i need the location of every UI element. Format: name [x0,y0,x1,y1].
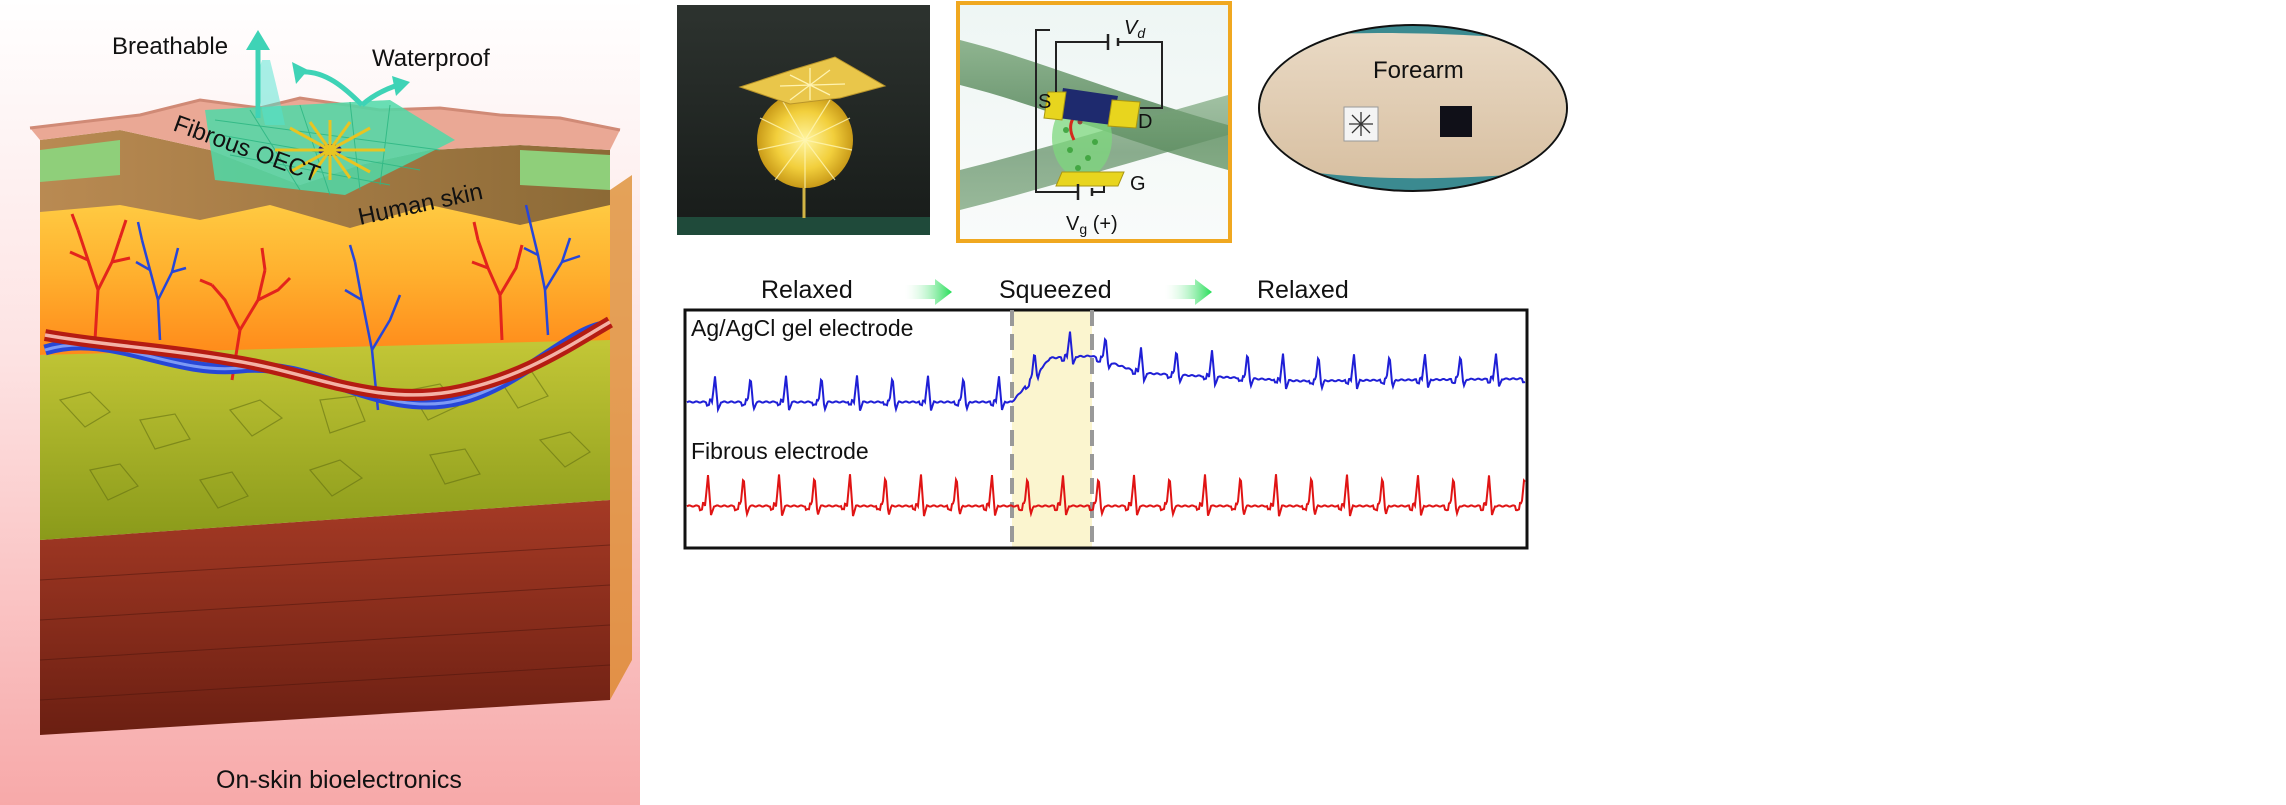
vg-label: Vg (+) [1066,213,1118,237]
dandelion-seeds [757,99,853,188]
breathable-label: Breathable [112,33,228,60]
ecg-panel: Relaxed Squeezed Relaxed Ag/AgCl gel ele… [683,276,1529,550]
dandelion-photo [677,5,930,235]
artery-tree-left [69,213,131,341]
ecg-trace-fibrous-electrode [686,474,1526,519]
trace-top-label: Ag/AgCl gel electrode [691,315,913,341]
breathable-plume [258,60,285,125]
on-skin-caption: On-skin bioelectronics [216,766,462,794]
vein-tree-right [523,204,581,336]
waterproof-arrow [292,62,410,107]
block-side-face [610,175,632,700]
source-electrode [1043,91,1067,121]
oect-electrode-star [275,120,385,180]
vein-tree-center [344,244,402,411]
ecg-frame [683,308,1529,550]
gel-electrode-patch [1440,106,1472,137]
drain-label: D [1138,111,1152,133]
tissue-layer [40,175,610,355]
big-artery-highlight [44,320,611,397]
circuit-wires [1035,29,1163,193]
forearm-skin [1260,33,1566,179]
vd-label: Vd [1124,17,1146,41]
battery-symbols [1076,34,1120,200]
waterproof-label: Waterproof [372,45,490,72]
phase-squeezed: Squeezed [999,276,1112,304]
forearm-photo: Forearm [1258,24,1568,192]
channel-layer [1058,88,1118,125]
ecg-trace-gel-electrode [686,331,1526,414]
green-strip-left [40,140,120,182]
patch-electrode-star [1349,112,1373,136]
trace-bottom-label: Fibrous electrode [691,438,869,464]
photo-ground [677,217,930,235]
source-label: S [1038,91,1051,113]
oect-schematic: Vd S D G Vg (+) [956,1,1232,243]
drain-electrode [1107,99,1141,129]
breathable-arrow [246,30,270,118]
gate-electrode [1055,171,1125,187]
phase-relaxed-right: Relaxed [1257,276,1349,304]
device-film-electrodes [779,68,846,101]
phase-arrow-2 [1165,279,1212,305]
vein-tree-left [135,221,187,341]
muscle-layer [40,500,610,735]
forearm-label: Forearm [1373,57,1464,84]
gate-label: G [1130,173,1146,195]
green-strip-right [520,150,610,190]
phase-arrow-1 [905,279,952,305]
device-film [738,56,887,105]
left-panel: Breathable Waterproof Fibrous OECT Human… [0,0,640,805]
phase-relaxed-left: Relaxed [761,276,853,304]
squeeze-highlight [1012,310,1092,548]
artery-tree-right [471,221,524,341]
